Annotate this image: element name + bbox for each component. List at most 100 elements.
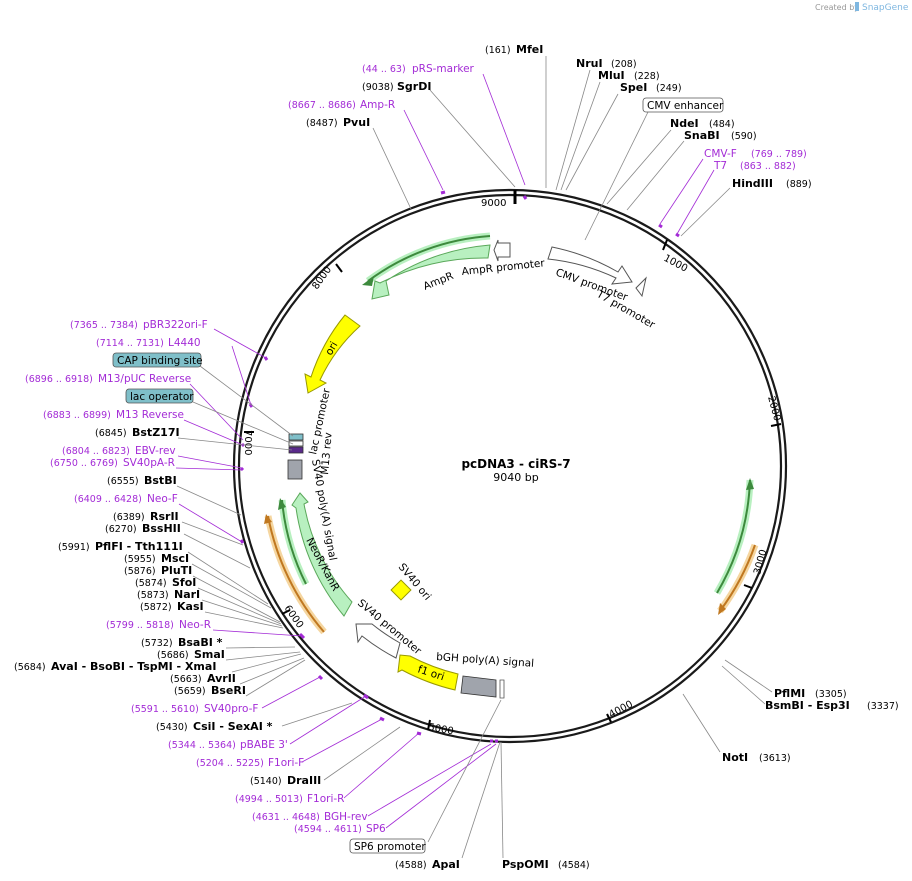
bstbi-leader	[176, 485, 242, 516]
f1ori-f-name: F1ori-F	[268, 757, 304, 769]
pspomi-leader	[500, 741, 504, 859]
ndei-leader	[606, 129, 672, 205]
sv40pa-r-mark	[239, 466, 245, 472]
sgrdi-leader	[429, 89, 516, 188]
neo-r-name: Neo-R	[179, 619, 211, 631]
sfoi-coord: (5874)	[135, 578, 167, 589]
avai-coord: (5684)	[14, 662, 46, 673]
ampr-ring-arrowhead	[362, 276, 374, 286]
ampr-ring-arrow	[367, 235, 491, 282]
pluti-name: PluTI	[161, 564, 192, 577]
lac-promoter-feature	[288, 440, 304, 447]
prs-marker-coord: (44 .. 63)	[362, 64, 406, 75]
sv40pa-r-name: SV40pA-R	[123, 457, 175, 469]
l4440-name: L4440	[168, 337, 201, 349]
noti-leader	[682, 693, 721, 753]
nrui-coord: (208)	[611, 59, 637, 70]
cmv-promoter-feature	[547, 246, 633, 285]
pflfi-coord: (5991)	[58, 542, 90, 553]
cmv-f-leader	[659, 158, 704, 225]
t7-name: T7	[713, 160, 727, 172]
rsrii-name: RsrII	[150, 510, 179, 523]
pspomi-name: PspOMI	[502, 858, 549, 871]
neor-kanr-feature	[291, 492, 353, 617]
lac-operator-leader	[192, 401, 294, 445]
leader-lines	[175, 56, 773, 859]
bsabi-coord: (5732)	[141, 638, 173, 649]
cmv-enhancer-leader	[584, 111, 649, 241]
l4440-mark	[248, 403, 254, 408]
spei-leader	[565, 93, 619, 191]
avai-leader	[231, 653, 302, 673]
avrii-leader	[239, 657, 305, 685]
smai-leader	[225, 651, 301, 661]
snapgene-logo-icon	[855, 2, 859, 11]
neo-r-coord: (5799 .. 5818)	[106, 620, 174, 631]
t7-leader	[676, 169, 715, 235]
prs-marker-name: pRS-marker	[412, 63, 475, 75]
prs-marker-mark	[522, 195, 528, 200]
bstz17i-coord: (6845)	[95, 428, 127, 439]
cap-binding-site-name: CAP binding site	[117, 355, 203, 367]
m13-rev-label: M13 rev	[319, 432, 335, 475]
nari-name: NarI	[174, 588, 200, 601]
credit-brand: SnapGene	[862, 3, 909, 13]
site-labels: (161) MfeI (44 .. 63) pRS-marker NruI (2…	[14, 43, 899, 871]
lac-operator-name: lac operator	[130, 391, 194, 403]
bstbi-coord: (6555)	[107, 476, 139, 487]
center-info: pcDNA3 - ciRS-7 9040 bp	[461, 457, 570, 484]
credit: Created by SnapGene	[815, 2, 909, 13]
sgrdi-name: SgrDI	[397, 80, 431, 93]
rsrii-leader	[181, 521, 244, 546]
neo-f-name: Neo-F	[147, 493, 178, 505]
bseri-leader	[245, 659, 306, 697]
bsshii-coord: (6270)	[105, 524, 137, 535]
cmv-enhancer-name: CMV enhancer	[647, 100, 724, 112]
cmv-f-name: CMV-F	[704, 148, 737, 160]
tick-label-1000: 1000	[662, 253, 690, 275]
pflmi-leader	[724, 659, 773, 693]
lac-operator-box	[125, 388, 194, 404]
sfoi-leader	[197, 587, 282, 625]
bstz17i-name: BstZ17I	[132, 426, 180, 439]
spei-name: SpeI	[620, 81, 647, 94]
sv40pro-f-leader	[261, 676, 321, 709]
noti-coord: (3613)	[759, 753, 791, 764]
bseri-name: BseRI	[211, 684, 246, 697]
hindiii-coord: (889)	[786, 179, 812, 190]
f1ori-r-coord: (4994 .. 5013)	[235, 794, 303, 805]
pvui-leader	[372, 127, 412, 210]
pflfi-name: PflFI - Tth111I	[95, 540, 183, 553]
ring-arrows	[264, 232, 759, 635]
ndei-name: NdeI	[670, 117, 699, 130]
pvui-coord: (8487)	[306, 118, 338, 129]
pbabe3-name: pBABE 3'	[240, 739, 288, 751]
pbr322ori-f-coord: (7365 .. 7384)	[70, 320, 138, 331]
sfoi-name: SfoI	[172, 576, 196, 589]
avai-name: AvaI - BsoBI - TspMI - XmaI	[51, 660, 216, 673]
pbabe3-mark	[363, 693, 369, 700]
f1-ori-feature	[397, 654, 459, 691]
bgh-rev-name: BGH-rev	[324, 811, 368, 823]
pbr322ori-f-leader	[213, 328, 267, 359]
f1ori-f-leader	[301, 718, 383, 763]
t7-mark	[675, 232, 680, 238]
pspomi-coord: (4584)	[558, 860, 590, 871]
ampr-promoter-label: AmpR promoter	[461, 257, 546, 278]
tick-1000	[662, 239, 668, 251]
sv40-ori-feature	[390, 579, 412, 601]
neo-f-coord: (6409 .. 6428)	[74, 494, 142, 505]
smai-name: SmaI	[194, 648, 225, 661]
sp6-promoter-leader	[427, 699, 502, 843]
noti-name: NotI	[722, 751, 748, 764]
mlui-leader	[560, 81, 601, 191]
tick-4000	[606, 713, 612, 723]
pluti-coord: (5876)	[124, 566, 156, 577]
msci-coord: (5955)	[124, 554, 156, 565]
kasi-leader	[204, 611, 284, 629]
sp6-name: SP6	[366, 823, 386, 835]
orange-ring-arrowhead-left	[264, 514, 272, 524]
mfei-name: MfeI	[516, 43, 543, 56]
f1ori-f-coord: (5204 .. 5225)	[196, 758, 264, 769]
